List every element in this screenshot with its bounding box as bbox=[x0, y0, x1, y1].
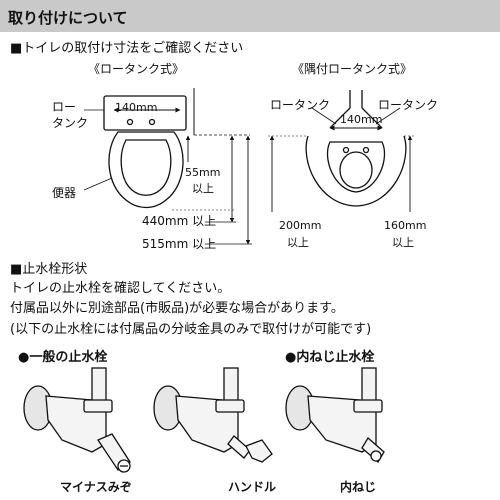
dim-200mm: 200mm bbox=[279, 219, 322, 232]
valve-line-1: トイレの止水栓を確認してください。 bbox=[10, 281, 231, 296]
low-tank-label-line1: ロー bbox=[52, 100, 77, 114]
general-valve-drawing bbox=[23, 367, 131, 473]
valve-line-3: (以下の止水栓には付属品の分岐金具のみで取付けが可能です) bbox=[10, 322, 372, 337]
handle-shape bbox=[245, 439, 273, 463]
section-header-bar bbox=[0, 0, 500, 32]
dim-160mm-above: 以上 bbox=[392, 236, 414, 249]
corner-low-tank-type-label: 《隅付ロータンク式》 bbox=[292, 62, 413, 76]
corner-left-tank-label: ロータンク bbox=[270, 98, 331, 112]
low-tank-label-line2: タンク bbox=[52, 116, 89, 130]
dim-160mm: 160mm bbox=[384, 219, 427, 232]
general-valve-label: ●一般の止水栓 bbox=[18, 350, 108, 365]
corner-right-tank-label: ロータンク bbox=[378, 98, 439, 112]
internal-thread-valve-drawing bbox=[285, 367, 385, 464]
internal-thread-valve-label: ●内ねじ止水栓 bbox=[285, 350, 375, 365]
dim-440mm: 440mm 以上 bbox=[142, 214, 217, 228]
section-title: 取り付けについて bbox=[8, 9, 128, 27]
corner-toilet-shape bbox=[305, 135, 407, 207]
dim-55mm: 55mm bbox=[185, 166, 221, 179]
low-tank-shape bbox=[103, 95, 187, 131]
valve-line-2: 付属品以外に別途部品(市販品)が必要な場合があります。 bbox=[10, 301, 344, 316]
corner-width-140mm: 140mm bbox=[340, 113, 383, 126]
minus-groove-label: マイナスみぞ bbox=[60, 480, 132, 494]
dim-55mm-above: 以上 bbox=[192, 182, 214, 195]
dim-200mm-above: 以上 bbox=[287, 236, 309, 249]
corner-low-tank-diagram bbox=[268, 90, 414, 212]
dimensions-heading: ■トイレの取付け寸法をご確認ください bbox=[10, 41, 244, 56]
low-tank-type-label: 《ロータンク式》 bbox=[88, 62, 185, 76]
dim-515mm: 515mm 以上 bbox=[142, 237, 217, 251]
toilet-label: 便器 bbox=[52, 186, 77, 200]
low-tank-diagram bbox=[83, 88, 252, 245]
inner-thread-label: 内ねじ bbox=[340, 480, 377, 494]
valve-heading: ■止水栓形状 bbox=[10, 262, 88, 277]
handle-valve-drawing bbox=[153, 367, 273, 463]
toilet-seat-shape bbox=[108, 131, 184, 209]
handle-label: ハンドル bbox=[228, 480, 277, 494]
